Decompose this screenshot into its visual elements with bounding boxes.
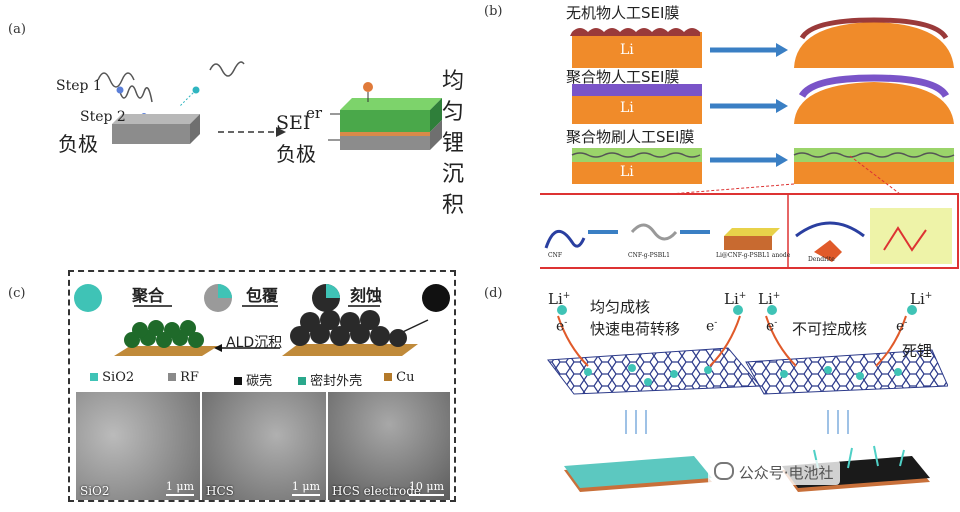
panel-c-schematic [74,284,450,356]
electron-2: e- [706,318,718,335]
inset-label-anode: Li@CNF-g-PSBL1 anode [716,252,791,259]
inset-label-cnf: CNF [548,252,563,259]
panel-c-frame [68,270,456,502]
polymer-sei-label: 聚合物人工SEI膜 [566,68,680,86]
sem-image-hcs: HCS 1 μm [202,392,326,500]
anode-left-label: 负极 [58,132,98,156]
li-row2: Li [620,100,634,116]
uncontrolled-nucleation-label: 不可控成核 [792,320,868,338]
step-etch: 刻蚀 [350,286,383,305]
li-row3: Li [620,164,634,180]
fast-charge-transfer-label: 快速电荷转移 [590,320,681,338]
li-ion-1: Li+ [548,290,571,308]
panel-b-label: (b) [484,4,503,19]
step1-label: Step 1 [56,78,102,94]
step-polymerize: 聚合 [132,286,165,305]
panel-d-diagram [547,305,948,492]
panel-d-label: (d) [484,286,503,301]
legend-carbon-shell: 碳壳 [234,370,272,389]
li-ion-4: Li+ [910,290,933,308]
legend-cu: Cu [384,370,414,385]
polymer-brush-sei-label: 聚合物刷人工SEI膜 [566,128,695,146]
chat-icon [714,462,734,480]
ald-label: ALD沉积 [226,335,283,351]
sem-image-hcs-electrode: HCS electrode 10 μm [328,392,450,500]
watermark: 公众号·电池社 [708,460,840,485]
panel-a-label: (a) [8,22,26,37]
inorganic-sei-label: 无机物人工SEI膜 [566,4,680,22]
panel-c-label: (c) [8,286,26,301]
uniform-nucleation-label: 均匀成核 [590,298,651,316]
dead-lithium-label: 死锂 [902,342,933,360]
li-row1: Li [620,42,634,58]
layer-label: er [306,104,323,122]
step-coat: 包覆 [246,286,279,305]
inset-label-cnf-g: CNF-g-PSBL1 [628,252,670,259]
legend-sio2: SiO2 [90,370,134,385]
electron-4: e- [896,318,908,335]
li-ion-2: Li+ [724,290,747,308]
sem-image-sio2: SiO2 1 μm [76,392,200,500]
electron-1: e- [556,318,568,335]
panel-b-diagram [540,17,959,269]
anode-right-label: 负极 [276,142,316,166]
sei-label: SEI [276,112,311,134]
step2-label: Step 2 [80,109,126,125]
panel-a-diagram [97,61,442,150]
uniform-deposition-text: 均匀锂沉积 [442,69,465,218]
electron-3: e- [766,318,778,335]
legend-sealing-shell: 密封外壳 [298,370,362,389]
legend-rf: RF [168,370,199,385]
inset-label-dendrite: Dendrite [808,256,835,263]
li-ion-3: Li+ [758,290,781,308]
